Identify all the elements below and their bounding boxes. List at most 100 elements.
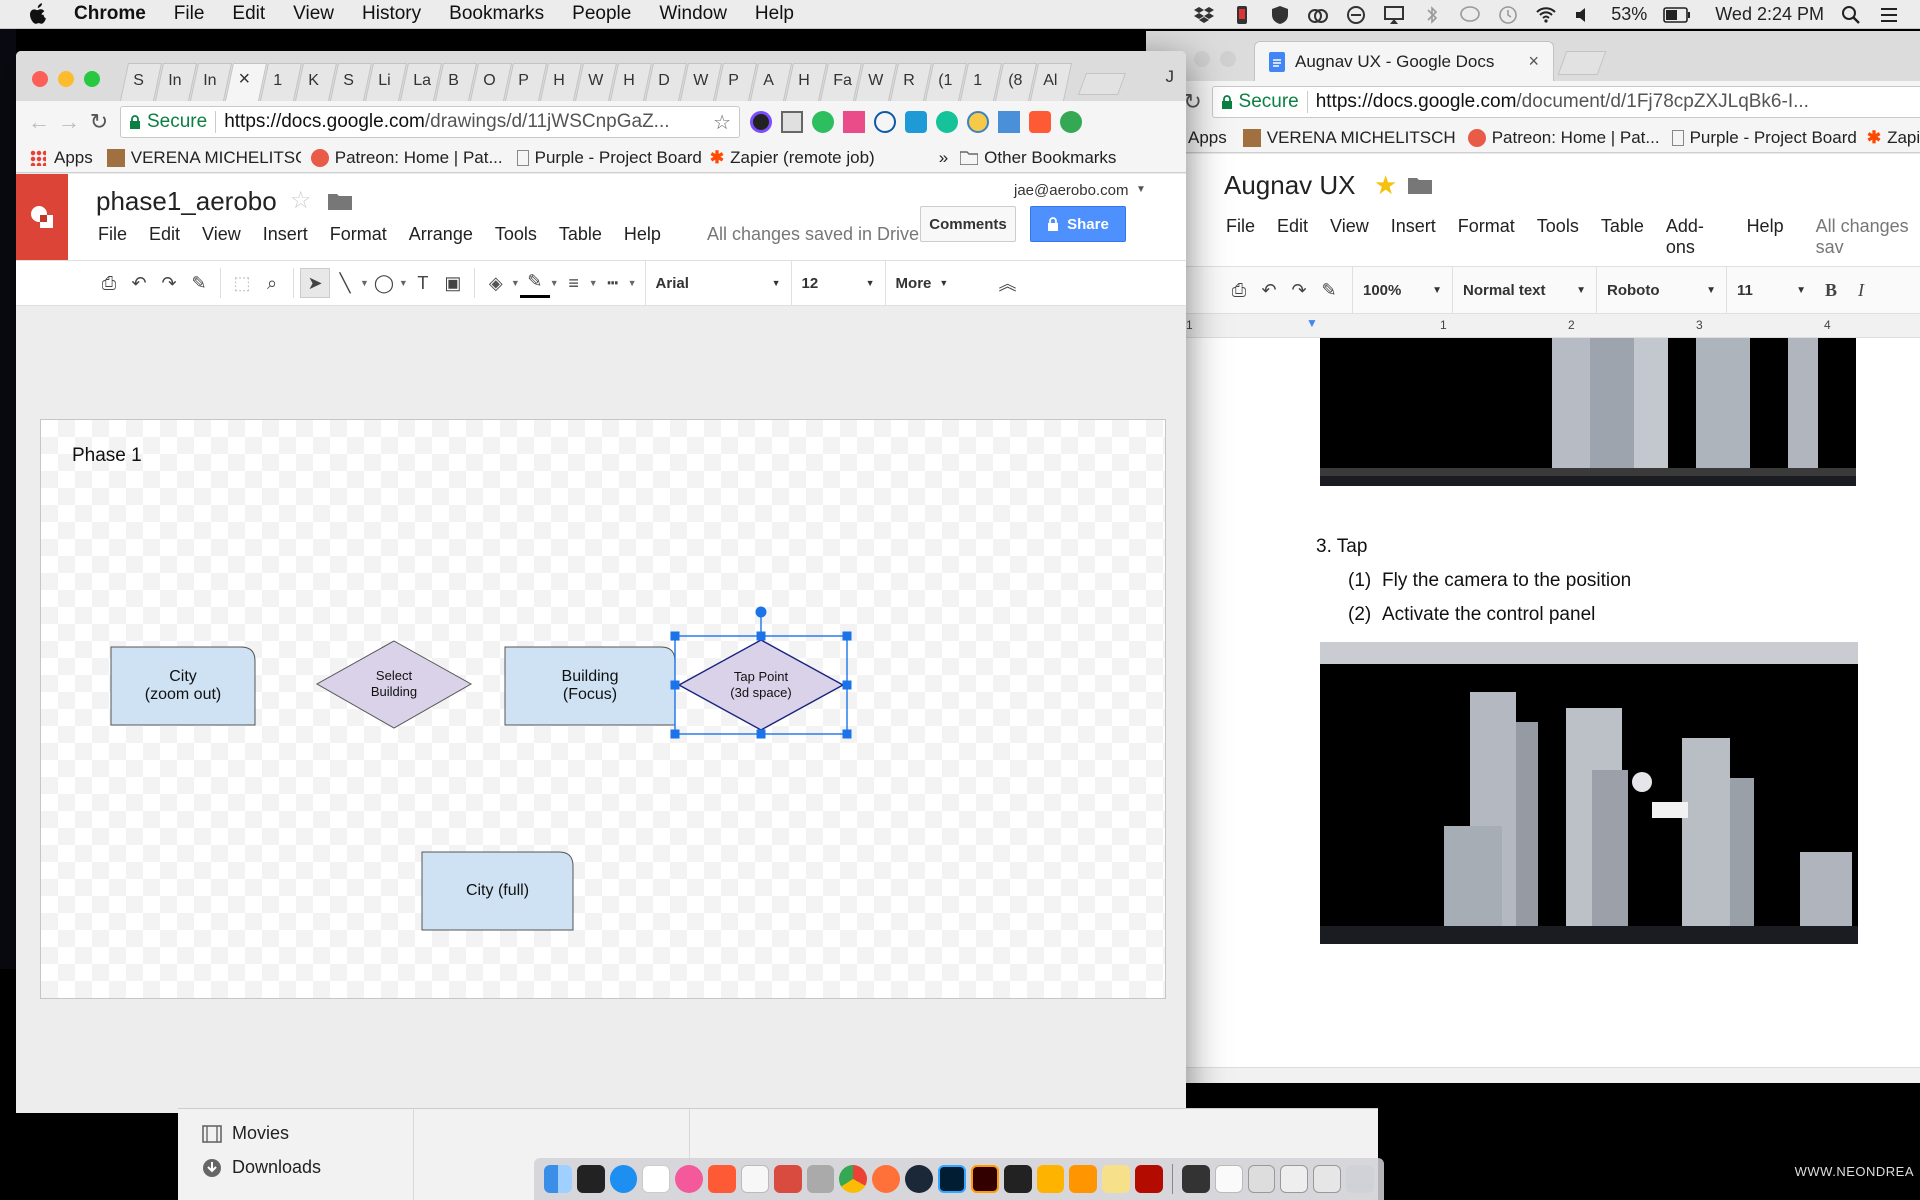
airplay-icon[interactable] <box>1383 5 1405 25</box>
undo-icon[interactable]: ↶ <box>131 272 147 293</box>
document-page[interactable]: 3. Tap (1) Fly the camera to the positio… <box>1186 338 1920 1083</box>
extension-screen-icon[interactable] <box>998 111 1020 133</box>
docs-menu-file[interactable]: File <box>1226 216 1256 236</box>
paint-format-icon[interactable]: ✎ <box>191 272 207 293</box>
dropbox-icon[interactable] <box>1193 5 1215 25</box>
address-bar[interactable]: Secure https://docs.google.com /drawings… <box>120 106 740 138</box>
drawings-menu-file[interactable]: File <box>98 224 128 244</box>
italic-icon[interactable]: I <box>1858 279 1864 300</box>
style-dropdown[interactable]: Normal text▼ <box>1452 266 1596 314</box>
trash-dock-icon[interactable] <box>1346 1165 1374 1193</box>
star-icon[interactable]: ★ <box>1374 170 1398 200</box>
messages-icon[interactable] <box>1459 5 1481 25</box>
star-icon[interactable]: ☆ <box>290 187 312 214</box>
battery-icon[interactable] <box>1663 6 1691 23</box>
indent-marker-icon[interactable]: ▼ <box>1306 316 1318 330</box>
drawings-menu-format[interactable]: Format <box>329 224 387 244</box>
bookmarks-overflow-icon[interactable]: » <box>938 147 949 167</box>
volume-icon[interactable] <box>1573 5 1595 25</box>
wunderlist-dock-icon[interactable] <box>773 1165 802 1193</box>
chevron-down-icon[interactable]: ▼ <box>588 278 598 288</box>
line-weight-icon[interactable]: ≡ <box>568 272 579 293</box>
activity-monitor-dock-icon[interactable] <box>576 1165 605 1193</box>
undo-icon[interactable]: ↶ <box>1261 279 1277 300</box>
drawings-menu-help[interactable]: Help <box>623 224 661 244</box>
back-icon[interactable]: ← <box>28 109 50 134</box>
printer-dock-icon[interactable] <box>806 1165 835 1193</box>
apple-menu-icon[interactable] <box>26 2 48 26</box>
font-size-dropdown[interactable]: 12▼ <box>790 260 885 306</box>
sync-icon[interactable] <box>1345 5 1367 25</box>
minimize-window-button[interactable] <box>58 71 74 87</box>
paint-format-icon[interactable]: ✎ <box>1321 279 1337 300</box>
finder-item-downloads[interactable]: Downloads <box>202 1157 321 1178</box>
folder-icon[interactable] <box>328 192 352 210</box>
close-tab-icon[interactable]: × <box>238 68 251 90</box>
extension-camera-icon[interactable] <box>750 111 772 133</box>
docs-menu-view[interactable]: View <box>1330 216 1369 236</box>
address-bar[interactable]: Secure https://docs.google.com /document… <box>1211 86 1920 118</box>
forward-icon[interactable]: → <box>58 109 80 134</box>
extension-evernote-icon[interactable] <box>812 111 834 133</box>
chevron-down-icon[interactable]: ▼ <box>549 278 559 288</box>
chevron-down-icon[interactable]: ▼ <box>398 278 408 288</box>
menu-file[interactable]: File <box>173 3 205 24</box>
account-email[interactable]: jae@aerobo.com <box>1014 182 1129 199</box>
more-dropdown[interactable]: More▼ <box>884 260 965 306</box>
textedit-dock-icon[interactable] <box>740 1165 769 1193</box>
menu-edit[interactable]: Edit <box>232 3 266 24</box>
extension-grammarly-icon[interactable] <box>936 111 958 133</box>
bluetooth-icon[interactable] <box>1421 5 1443 25</box>
airdrop-dock-icon[interactable] <box>1181 1165 1210 1193</box>
steam-dock-icon[interactable] <box>905 1165 933 1193</box>
image-icon[interactable]: ▣ <box>444 272 462 293</box>
extension-stack-icon[interactable] <box>874 111 896 133</box>
bookmark-other[interactable]: Other Bookmarks <box>960 148 1116 168</box>
notification-center-icon[interactable] <box>1878 5 1900 25</box>
shield-icon[interactable] <box>1269 5 1291 25</box>
select-area-icon[interactable]: ⬚ <box>233 272 251 293</box>
redo-icon[interactable]: ↷ <box>161 272 177 293</box>
font-dropdown[interactable]: Roboto▼ <box>1596 266 1726 314</box>
redo-icon[interactable]: ↷ <box>1291 279 1307 300</box>
docs-menu-table[interactable]: Table <box>1600 216 1644 236</box>
chevron-down-icon[interactable]: ▼ <box>627 278 637 288</box>
share-button[interactable]: Share <box>1030 206 1126 242</box>
firefox-dock-icon[interactable] <box>872 1165 901 1193</box>
airmail-dock-icon[interactable] <box>708 1165 736 1193</box>
bold-icon[interactable]: B <box>1824 279 1837 300</box>
bookmark-patreon[interactable]: Patreon: Home | Pat... <box>1467 128 1660 148</box>
reload-icon[interactable]: ↻ <box>89 109 109 134</box>
menu-chrome[interactable]: Chrome <box>74 3 146 24</box>
doc-title[interactable]: Augnav UX <box>1224 170 1356 200</box>
drawings-menu-arrange[interactable]: Arrange <box>408 224 473 244</box>
text-box-icon[interactable]: T <box>417 272 429 293</box>
photoshop-dock-icon[interactable] <box>937 1165 966 1193</box>
extension-alarm-icon[interactable] <box>967 111 989 133</box>
extension-skype-icon[interactable] <box>905 111 927 133</box>
menu-view[interactable]: View <box>293 3 335 24</box>
folder-icon[interactable] <box>1408 176 1432 194</box>
finder-item-movies[interactable]: Movies <box>202 1123 289 1144</box>
drawings-menu-insert[interactable]: Insert <box>262 224 308 244</box>
chevron-down-icon[interactable]: ▼ <box>1136 184 1146 195</box>
acrobat-dock-icon[interactable] <box>1135 1165 1163 1193</box>
menu-bookmarks[interactable]: Bookmarks <box>449 3 545 24</box>
drawings-menu-edit[interactable]: Edit <box>149 224 181 244</box>
city-zoom-out-shape[interactable] <box>110 646 256 726</box>
print-icon[interactable]: ⎙ <box>101 272 117 293</box>
notes-dock-icon[interactable] <box>1102 1165 1130 1193</box>
bookmark-purple[interactable]: Purple - Project Board <box>516 148 702 168</box>
selection-handles[interactable] <box>670 606 852 739</box>
drawing-title[interactable]: phase1_aerobo <box>96 186 277 216</box>
tab-docs-active[interactable]: Augnav UX - Google Docs × <box>1254 41 1554 81</box>
creative-cloud-icon[interactable] <box>1307 5 1329 25</box>
time-machine-icon[interactable] <box>1497 5 1519 25</box>
profile-button[interactable]: J <box>1165 67 1175 86</box>
chrome-dock-icon[interactable] <box>839 1165 868 1193</box>
screenshot-dock-icon[interactable] <box>1247 1165 1276 1193</box>
zoom-icon[interactable]: ⌕ <box>266 272 278 293</box>
window-dock-icon[interactable] <box>1313 1165 1342 1193</box>
horizontal-scrollbar[interactable] <box>1186 1067 1920 1083</box>
drawings-logo[interactable] <box>16 174 68 260</box>
